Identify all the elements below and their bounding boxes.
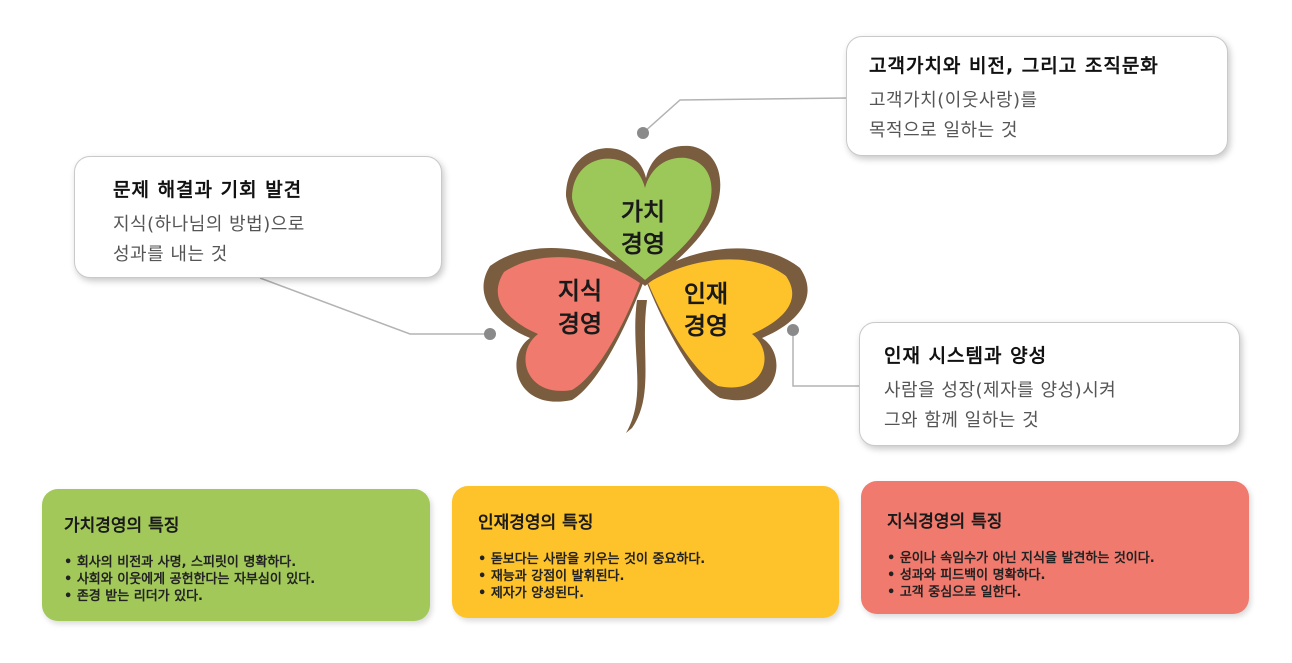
connector-dot-value [637,127,649,139]
callout-value: 고객가치와 비전, 그리고 조직문화 고객가치(이웃사랑)를 목적으로 일하는 … [846,36,1228,156]
list-item: 회사의 비전과 사명, 스피릿이 명확하다. [64,554,430,571]
callout-talent: 인재 시스템과 양성 사람을 성장(제자를 양성)시켜 그와 함께 일하는 것 [859,322,1240,446]
list-item: 고객 중심으로 일한다. [887,584,1249,601]
card-knowledge-features: 지식경영의 특징 운이나 속임수가 아닌 지식을 발견하는 것이다. 성과와 피… [861,481,1249,614]
leaf-talent-label-2: 경영 [684,312,728,340]
leaf-value-label-2: 경영 [621,230,665,258]
list-item: 재능과 강점이 발휘된다. [478,568,839,585]
callout-knowledge-desc-line2: 성과를 내는 것 [113,244,228,265]
callout-value-desc: 고객가치(이웃사랑)를 목적으로 일하는 것 [869,86,1227,146]
list-item: 성과와 피드백이 명확하다. [887,567,1249,584]
card-talent-list: 돋보다는 사람을 키우는 것이 중요하다. 재능과 강점이 발휘된다. 제자가 … [478,551,839,602]
card-talent-title: 인재경영의 특징 [478,513,594,533]
leaf-talent [648,259,793,388]
clover-stem [626,300,647,433]
leaf-knowledge [497,257,640,391]
card-value-features: 가치경영의 특징 회사의 비전과 사명, 스피릿이 명확하다. 사회와 이웃에게… [42,489,430,621]
connector-dot-talent [787,324,799,336]
list-item: 제자가 양성된다. [478,585,839,602]
card-value-list: 회사의 비전과 사명, 스피릿이 명확하다. 사회와 이웃에게 공헌한다는 자부… [64,554,430,605]
callout-value-title: 고객가치와 비전, 그리고 조직문화 [869,55,1159,77]
callout-knowledge: 문제 해결과 기회 발견 지식(하나님의 방법)으로 성과를 내는 것 [74,156,442,278]
card-knowledge-title: 지식경영의 특징 [887,512,1003,532]
list-item: 운이나 속임수가 아닌 지식을 발견하는 것이다. [887,550,1249,567]
connector-talent [792,330,860,387]
callout-talent-title: 인재 시스템과 양성 [884,345,1048,367]
leaf-value-label-1: 가치 [621,198,665,226]
leaf-knowledge-label-2: 경영 [558,310,602,338]
list-item: 존경 받는 리더가 있다. [64,588,430,605]
callout-value-desc-line1: 고객가치(이웃사랑)를 [869,90,1038,111]
callout-talent-desc-line1: 사람을 성장(제자를 양성)시켜 [884,380,1117,401]
callout-knowledge-desc-line1: 지식(하나님의 방법)으로 [113,214,305,235]
leaf-talent-label-1: 인재 [684,280,728,308]
connector-knowledge [259,277,490,335]
card-knowledge-list: 운이나 속임수가 아닌 지식을 발견하는 것이다. 성과와 피드백이 명확하다.… [887,550,1249,601]
card-talent-features: 인재경영의 특징 돋보다는 사람을 키우는 것이 중요하다. 재능과 강점이 발… [452,486,839,618]
list-item: 돋보다는 사람을 키우는 것이 중요하다. [478,551,839,568]
connector-dot-knowledge [484,328,496,340]
leaf-value [572,157,712,280]
callout-knowledge-desc: 지식(하나님의 방법)으로 성과를 내는 것 [113,210,441,270]
callout-value-desc-line2: 목적으로 일하는 것 [869,120,1018,141]
connector-value [642,97,849,134]
callout-talent-desc: 사람을 성장(제자를 양성)시켜 그와 함께 일하는 것 [884,376,1239,436]
card-value-title: 가치경영의 특징 [64,516,180,536]
leaf-knowledge-label-1: 지식 [558,277,602,305]
callout-knowledge-title: 문제 해결과 기회 발견 [113,179,303,201]
list-item: 사회와 이웃에게 공헌한다는 자부심이 있다. [64,571,430,588]
callout-talent-desc-line2: 그와 함께 일하는 것 [884,410,1040,431]
